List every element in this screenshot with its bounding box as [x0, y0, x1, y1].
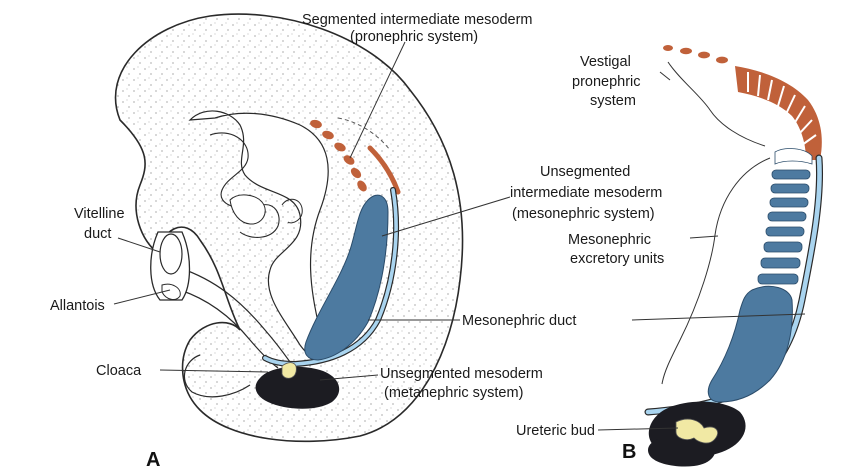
vestigal-segment [698, 52, 710, 59]
mesonephric-tubule [766, 227, 804, 236]
label-excretory-2: excretory units [570, 251, 664, 267]
vestigal-segments [663, 45, 728, 63]
leader-excretory [690, 236, 718, 238]
mesonephric-tubule [771, 184, 809, 193]
leader-vestigal [660, 72, 670, 80]
vestigal-segment [716, 57, 728, 64]
vestigal-segment [663, 45, 673, 51]
panel-label-a: A [146, 449, 160, 471]
label-unseg-meso-1: Unsegmented mesoderm [380, 366, 543, 382]
label-segmented-sub: (pronephric system) [350, 29, 478, 45]
mesonephric-tubule [758, 274, 798, 284]
mesonephric-tubule [768, 212, 806, 221]
label-excretory-1: Mesonephric [568, 232, 651, 248]
mesonephric-tubule [770, 198, 808, 207]
label-unsegmented-3: (mesonephric system) [512, 206, 655, 222]
vestigal-segment [680, 48, 692, 54]
mesonephric-tubule [764, 242, 802, 252]
ureteric-bud-a [282, 363, 296, 379]
label-vestigal-1: Vestigal [580, 54, 631, 70]
kidney-panel-b [648, 45, 822, 467]
label-mesonephric-duct: Mesonephric duct [462, 313, 576, 329]
label-unseg-meso-2: (metanephric system) [384, 385, 523, 401]
label-vestigal-2: pronephric [572, 74, 641, 90]
panel-label-b: B [622, 441, 636, 463]
mesonephric-tubule [772, 170, 810, 179]
label-allantois: Allantois [50, 298, 105, 314]
mesonephric-tubules-b [758, 149, 812, 284]
mesonephric-mass-b [708, 286, 792, 402]
label-unsegmented-2: intermediate mesoderm [510, 185, 662, 201]
mesonephric-tubule [761, 258, 800, 268]
label-cloaca: Cloaca [96, 363, 142, 379]
label-ureteric-bud: Ureteric bud [516, 423, 595, 439]
label-segmented-title: Segmented intermediate mesoderm [302, 12, 533, 28]
vitelline-opening [160, 234, 182, 274]
label-unsegmented-1: Unsegmented [540, 164, 630, 180]
label-vitelline-1: Vitelline [74, 206, 125, 222]
label-vitelline-2: duct [84, 226, 111, 242]
label-vestigal-3: system [590, 93, 636, 109]
